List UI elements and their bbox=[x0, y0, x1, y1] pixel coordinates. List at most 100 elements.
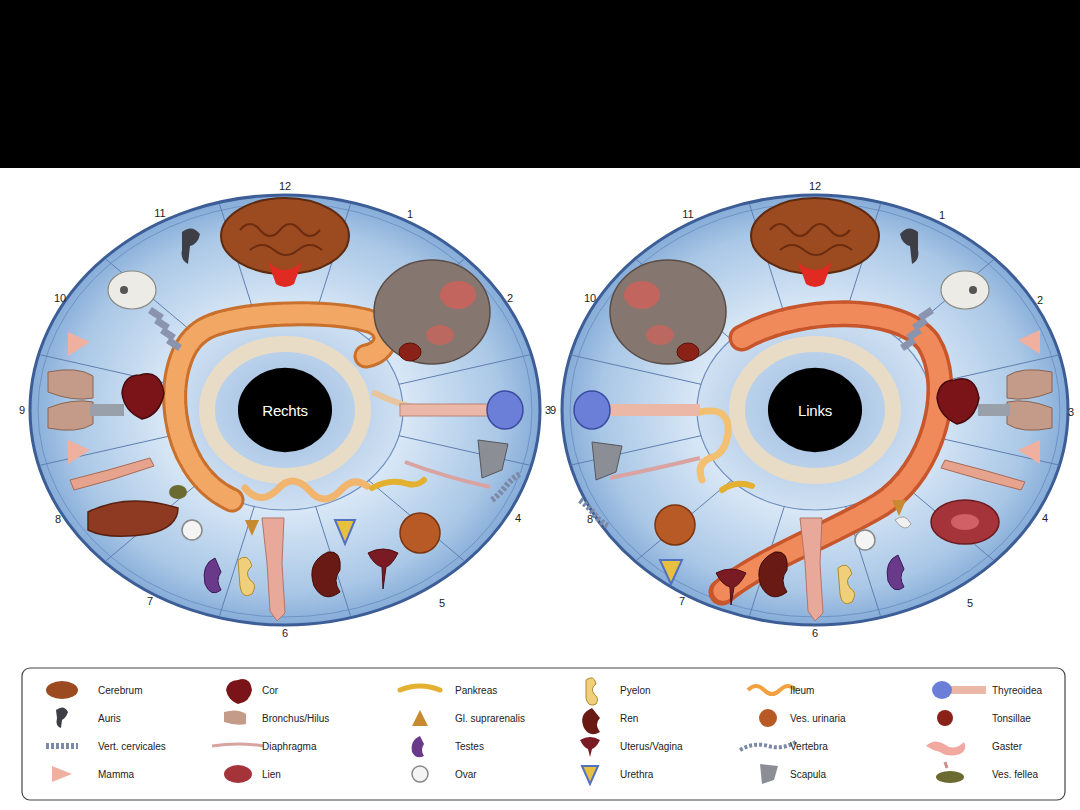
legend-text: Uterus/Vagina bbox=[620, 741, 683, 752]
urethra bbox=[660, 560, 682, 584]
vertebra bbox=[580, 500, 608, 526]
legend-icon bbox=[224, 710, 246, 724]
brain-stem bbox=[268, 262, 302, 287]
legend-text: Gaster bbox=[992, 741, 1022, 752]
legend-icon bbox=[586, 678, 598, 705]
skull bbox=[108, 271, 156, 309]
suprarenal bbox=[245, 520, 259, 536]
kidney bbox=[759, 552, 787, 597]
legend-text: Bronchus/Hilus bbox=[262, 713, 329, 724]
clock-number: 11 bbox=[682, 208, 693, 220]
eye-side-label: Rechts bbox=[262, 402, 308, 419]
arm bbox=[70, 458, 154, 490]
clock-number: 7 bbox=[147, 595, 153, 607]
iris-left-eye bbox=[770, 224, 852, 255]
mamma bbox=[1018, 440, 1040, 464]
legend-icon bbox=[936, 771, 964, 783]
legend-icon bbox=[748, 686, 796, 694]
legend-text: Scapula bbox=[790, 769, 826, 780]
legend-text: Cerebrum bbox=[98, 685, 142, 696]
mamma bbox=[68, 440, 90, 464]
top-band bbox=[0, 0, 1080, 168]
arm bbox=[941, 460, 1025, 490]
legend-icon bbox=[46, 681, 78, 699]
iris-right-eye bbox=[175, 314, 385, 500]
kidney bbox=[312, 552, 340, 597]
spleen bbox=[931, 500, 999, 544]
bronchus bbox=[978, 404, 1010, 416]
head bbox=[374, 260, 490, 364]
lung bbox=[1007, 370, 1052, 399]
legend-icon bbox=[759, 709, 777, 727]
pupil-circle: Rechts bbox=[237, 367, 333, 453]
cervical-vertebrae bbox=[902, 310, 932, 348]
iris-left-eye bbox=[562, 195, 1068, 625]
colon bbox=[175, 314, 385, 500]
stomach-ring bbox=[207, 344, 363, 476]
clock-number: 11 bbox=[154, 207, 165, 219]
iris-right-eye bbox=[30, 195, 540, 625]
lung bbox=[48, 401, 93, 430]
leg bbox=[262, 518, 285, 621]
legend-text: Cor bbox=[262, 685, 278, 696]
iris-left-eye bbox=[722, 314, 940, 592]
clock-number: 5 bbox=[439, 597, 445, 609]
ileum bbox=[700, 411, 728, 480]
legend-text: Mamma bbox=[98, 769, 134, 780]
legend-text: Gl. suprarenalis bbox=[455, 713, 525, 724]
colon bbox=[722, 314, 940, 592]
legend-icon bbox=[760, 764, 778, 784]
legend-text: Ileum bbox=[790, 685, 814, 696]
ileum bbox=[245, 481, 367, 499]
leg bbox=[800, 518, 823, 621]
skull bbox=[941, 271, 989, 309]
clock-number: 9 bbox=[550, 404, 556, 416]
legend-text: Ves. urinaria bbox=[790, 713, 846, 724]
clock-number: 9 bbox=[19, 404, 25, 416]
pyelon bbox=[238, 557, 255, 596]
iris-right-eye bbox=[30, 195, 540, 625]
clock-number: 8 bbox=[587, 513, 593, 525]
legend-text: Tonsillae bbox=[992, 713, 1031, 724]
sector-lines bbox=[636, 480, 731, 560]
clock-number: 4 bbox=[515, 512, 521, 524]
legend-icon bbox=[937, 710, 953, 726]
lung bbox=[1007, 401, 1052, 430]
head bbox=[610, 260, 726, 364]
iris-right-eye bbox=[120, 286, 128, 294]
vertebra bbox=[492, 474, 520, 500]
scapula bbox=[478, 440, 508, 478]
bronchus bbox=[90, 404, 124, 416]
legend-text: Lien bbox=[262, 769, 281, 780]
stomach-ring bbox=[737, 344, 893, 476]
mamma bbox=[68, 332, 90, 356]
legend-icon bbox=[926, 741, 965, 755]
brain bbox=[751, 198, 879, 274]
pupil-circle: Links bbox=[767, 367, 863, 453]
gallbladder bbox=[169, 485, 187, 499]
legend-icon bbox=[52, 766, 72, 782]
legend-icon bbox=[56, 707, 68, 728]
iris-left-eye bbox=[951, 514, 979, 530]
legend-text: Vert. cervicales bbox=[98, 741, 166, 752]
clock-number: 10 bbox=[584, 292, 596, 304]
legend-text: Auris bbox=[98, 713, 121, 724]
clock-number: 12 bbox=[809, 180, 821, 192]
pancreas bbox=[722, 484, 752, 490]
legend-text: Urethra bbox=[620, 769, 653, 780]
pyelon bbox=[895, 517, 911, 528]
legend-icon bbox=[412, 766, 428, 782]
legend-icon bbox=[224, 765, 252, 783]
iris-left-eye bbox=[969, 286, 977, 294]
legend-text: Thyreoidea bbox=[992, 685, 1042, 696]
tonsil bbox=[677, 343, 699, 361]
thyroid bbox=[574, 391, 610, 429]
uterus bbox=[368, 549, 398, 589]
legend-icon bbox=[740, 742, 796, 750]
clock-number: 2 bbox=[507, 292, 513, 304]
legend-icon bbox=[212, 744, 264, 746]
testes bbox=[887, 555, 904, 590]
legend-text: Ren bbox=[620, 713, 638, 724]
thyroid bbox=[487, 391, 523, 429]
